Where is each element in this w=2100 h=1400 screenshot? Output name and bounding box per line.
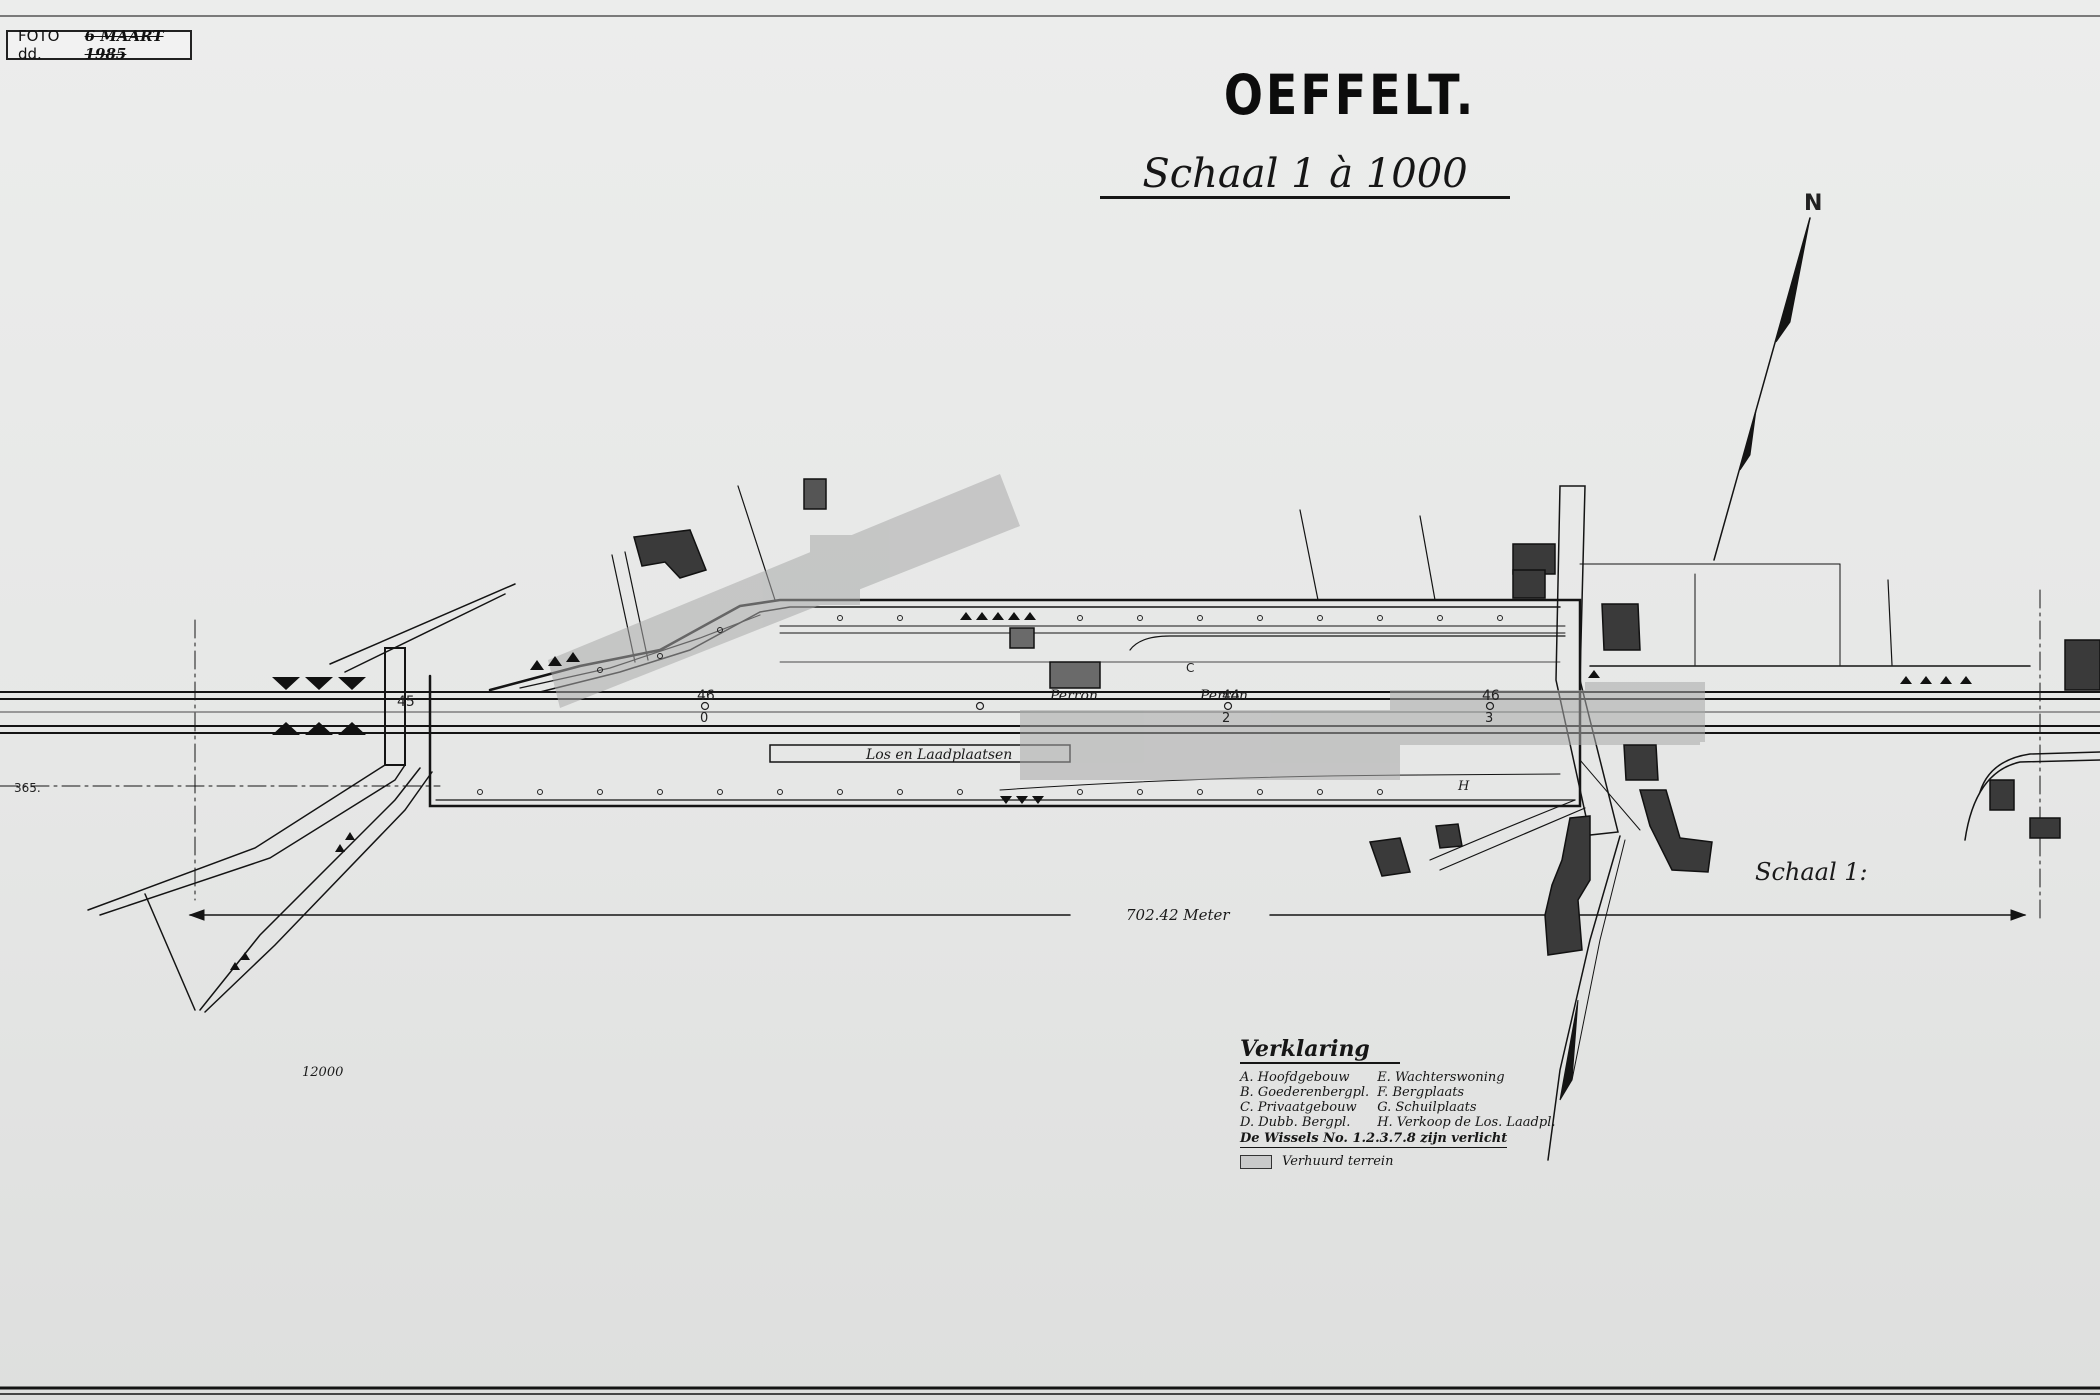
km-mark-3: 3 <box>1485 711 1493 726</box>
legend-item: G. Schuilplaats <box>1377 1100 1477 1115</box>
legend-note: De Wissels No. 1.2.3.7.8 zijn verlicht <box>1240 1131 1508 1148</box>
km-mark-46b: 46 <box>1482 688 1500 704</box>
level-crossing-left <box>87 583 516 1013</box>
north-arrow <box>1559 217 1811 1101</box>
scale-right-label: Schaal 1: <box>1755 858 1868 886</box>
legend-item: F. Bergplaats <box>1377 1085 1465 1100</box>
loading-platform-label: Los en Laadplaatsen <box>865 747 1012 763</box>
map-title: OEFFELT. <box>1223 62 1477 128</box>
km-mark-46: 46 <box>697 688 715 704</box>
km-mark-2: 2 <box>1222 711 1230 726</box>
legend-swatch-row: Verhuurd terrein <box>1240 1154 1510 1169</box>
km-mark-0: 0 <box>700 711 708 726</box>
km-mark-44: 44 <box>1222 688 1240 704</box>
building-h-label: H <box>1457 779 1470 794</box>
buildings <box>633 478 2100 956</box>
legend-item: C. Privaatgebouw <box>1240 1100 1357 1115</box>
km-mark-45: 45 <box>397 694 415 710</box>
photo-date-stamp: FOTO dd. 6 MAART 1985 <box>6 27 192 63</box>
level-crossing-right <box>1429 485 2100 1161</box>
pencil-note: 12000 <box>302 1065 343 1080</box>
embankment-markers <box>230 612 1972 970</box>
building-c-label: C <box>1186 661 1194 675</box>
legend-item: D. Dubb. Bergpl. <box>1240 1115 1351 1130</box>
legend-col-right: E. Wachterswoning F. Bergplaats G. Schui… <box>1377 1070 1555 1130</box>
left-km-label: 365. <box>14 781 41 795</box>
legend-heading: Verklaring <box>1240 1036 1400 1064</box>
legend-box-label: Verhuurd terrein <box>1282 1154 1394 1169</box>
legend-item: A. Hoofdgebouw <box>1240 1070 1350 1085</box>
legend-col-left: A. Hoofdgebouw B. Goederenbergpl. C. Pri… <box>1240 1070 1369 1130</box>
distance-label: 702.42 Meter <box>1126 906 1230 924</box>
leased-terrain-swatch <box>1240 1154 1272 1169</box>
tape-strips <box>548 474 1705 780</box>
legend-item: E. Wachterswoning <box>1377 1070 1505 1085</box>
legend: Verklaring A. Hoofdgebouw B. Goederenber… <box>1240 1036 1556 1169</box>
distance-dimension <box>188 909 2027 921</box>
stamp-date: 6 MAART 1985 <box>84 27 164 63</box>
stamp-label: FOTO dd. <box>18 27 60 63</box>
legend-item: H. Verkoop de Los. Laadpl. <box>1377 1115 1556 1130</box>
fence-posts <box>477 615 1503 795</box>
north-label: N <box>1804 191 1822 216</box>
perron-label-2: Perron <box>1199 688 1248 704</box>
legend-item: B. Goederenbergpl. <box>1240 1085 1370 1100</box>
perron-label: Perron <box>1049 688 1098 704</box>
map-scale: Schaal 1 à 1000 <box>1100 152 1510 199</box>
km-mark-circles <box>700 701 1495 711</box>
